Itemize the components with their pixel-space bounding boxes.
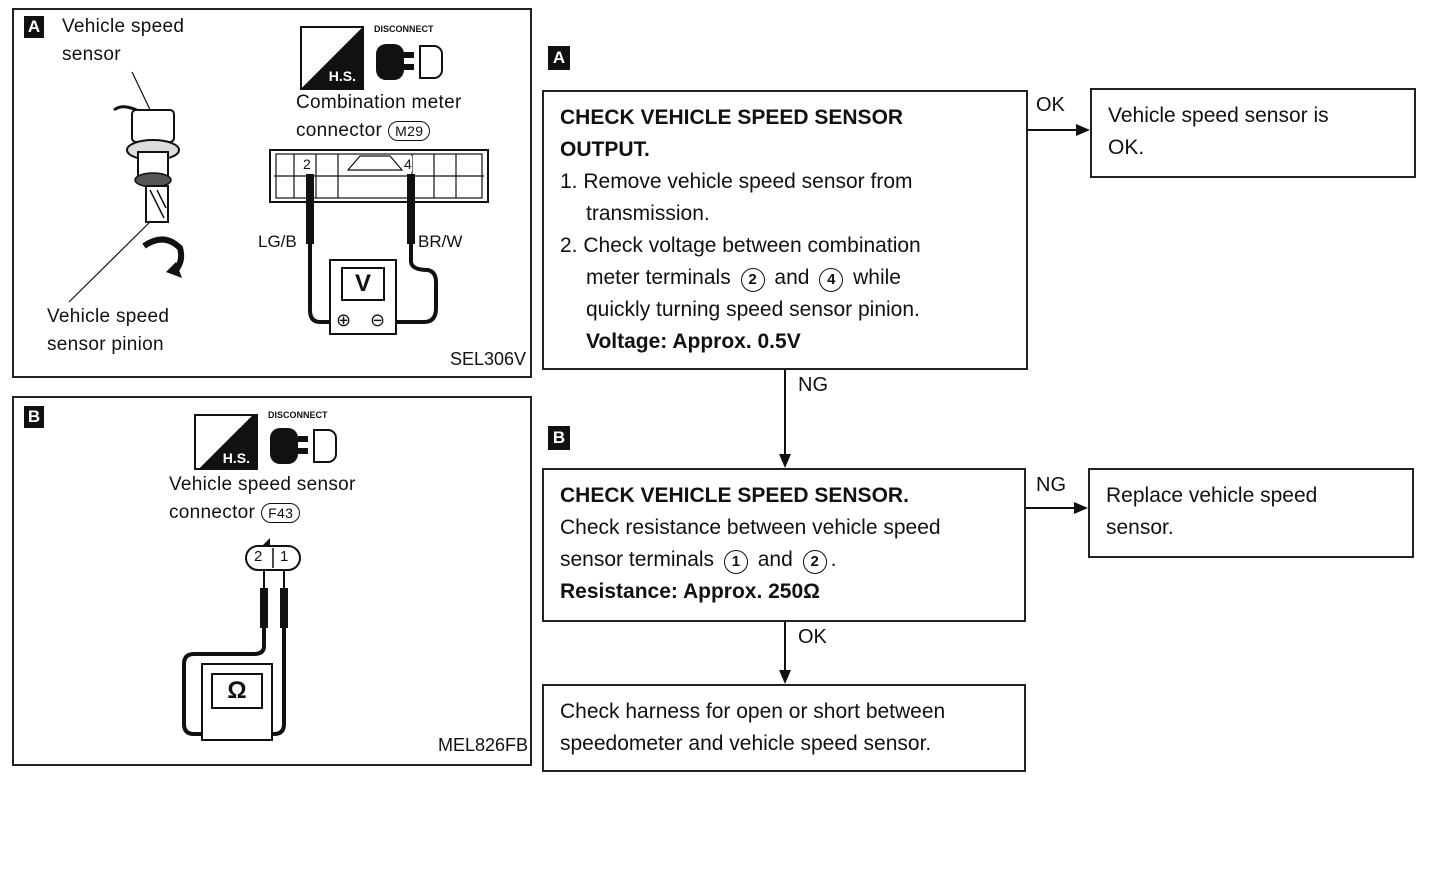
box1-terminals-text: meter terminals — [586, 266, 731, 289]
box1-heading: CHECK VEHICLE SPEED SENSOR — [560, 106, 904, 129]
figure-panel-a: A Vehicle speed sensor Vehicle speed sen… — [12, 8, 532, 378]
connector-title: Combination meter — [296, 92, 462, 113]
box1-and: and — [774, 266, 810, 289]
box2-spec: Resistance: Approx. 250Ω — [560, 580, 820, 603]
box2-and: and — [757, 548, 793, 571]
speed-sensor-connector-drawing — [182, 538, 301, 741]
edge-label-ng-1: NG — [798, 374, 828, 396]
connector-code-f43: F43 — [261, 503, 301, 523]
box1-spec: Voltage: Approx. 0.5V — [586, 330, 801, 353]
terminal-4-badge: 4 — [819, 268, 844, 292]
panel-a-tag: A — [24, 16, 44, 38]
connector-word: connector — [169, 502, 256, 523]
sensor-label: Vehicle speed — [62, 16, 185, 37]
box2-terminals-text: sensor terminals — [560, 548, 715, 571]
edge-label-ok-1: OK — [1036, 94, 1065, 116]
check-harness-box: Check harness for open or short between … — [542, 684, 1026, 772]
terminal-1-badge: 1 — [723, 550, 748, 574]
box1-step1-cont: transmission. — [586, 202, 710, 225]
flow-tag-b: B — [548, 426, 570, 450]
ok-box-line2: OK. — [1108, 136, 1145, 159]
replace-box-line2: sensor. — [1106, 516, 1174, 539]
minus-terminal: ⊖ — [370, 310, 386, 330]
plus-terminal: ⊕ — [336, 310, 352, 330]
terminal-2-badge: 2 — [740, 268, 765, 292]
box1-while: while — [853, 266, 901, 289]
ohmmeter-symbol: Ω — [227, 677, 247, 704]
combination-meter-connector — [269, 149, 489, 335]
disconnect-icon — [268, 422, 338, 470]
box1-step1: 1. Remove vehicle speed sensor from — [560, 170, 913, 193]
figure-code-b: MEL826FB — [437, 735, 528, 755]
replace-box-line1: Replace vehicle speed — [1106, 484, 1318, 507]
pin-2-label: 2 — [254, 548, 263, 565]
replace-sensor-box: Replace vehicle speed sensor. — [1088, 468, 1414, 558]
ok-box-line1: Vehicle speed sensor is — [1108, 104, 1329, 127]
sensor-ok-box: Vehicle speed sensor is OK. — [1090, 88, 1416, 178]
connector-word: connector — [296, 120, 383, 141]
box2-line2: sensor terminals 1 and 2. — [560, 544, 1008, 576]
pin-4-label: 4 — [404, 156, 412, 172]
connector-code-m29: M29 — [388, 121, 431, 141]
final-box-line1: Check harness for open or short between — [560, 700, 946, 723]
figure-code-a: SEL306V — [449, 349, 526, 369]
disconnect-icon — [374, 38, 444, 86]
sensor-label-2: sensor — [62, 44, 121, 65]
hs-label: H.S. — [328, 68, 356, 84]
box2-line1: Check resistance between vehicle speed — [560, 516, 941, 539]
box1-step2-cont-2: quickly turning speed sensor pinion. — [586, 298, 920, 321]
speed-sensor-drawing — [68, 71, 185, 303]
terminal-2-badge: 2 — [802, 550, 827, 574]
harness-side-icon: H.S. — [300, 26, 364, 90]
box2-period: . — [830, 548, 837, 571]
panel-b-tag: B — [24, 406, 44, 428]
edge-label-ok-2: OK — [798, 626, 827, 648]
connector-title: Vehicle speed sensor — [169, 474, 356, 495]
final-box-line2: speedometer and vehicle speed sensor. — [560, 732, 932, 755]
box1-step2-cont: meter terminals 2 and 4 while — [560, 262, 1010, 294]
pinion-label-2: sensor pinion — [47, 334, 164, 355]
pinion-label: Vehicle speed — [47, 306, 170, 327]
figure-panel-b: B H.S. DISCONNECT Vehicle speed sensor c… — [12, 396, 532, 766]
wire-color-left: LG/B — [258, 232, 297, 251]
box2-heading: CHECK VEHICLE SPEED SENSOR. — [560, 484, 909, 507]
edge-label-ng-2: NG — [1036, 474, 1066, 496]
voltmeter-symbol: V — [354, 270, 371, 297]
wire-color-right: BR/W — [418, 232, 463, 251]
pin-1-label: 1 — [280, 548, 289, 565]
box1-step2: 2. Check voltage between combination — [560, 234, 921, 257]
box1-heading-2: OUTPUT. — [560, 138, 650, 161]
disconnect-label: DISCONNECT — [268, 410, 328, 420]
harness-side-icon: H.S. — [194, 414, 258, 470]
pin-2-label: 2 — [303, 156, 311, 172]
disconnect-label: DISCONNECT — [374, 24, 434, 34]
flow-tag-a: A — [548, 46, 570, 70]
hs-label: H.S. — [222, 450, 250, 466]
check-sensor-box: CHECK VEHICLE SPEED SENSOR. Check resist… — [542, 468, 1026, 622]
check-sensor-output-box: CHECK VEHICLE SPEED SENSOR OUTPUT. 1. Re… — [542, 90, 1028, 370]
